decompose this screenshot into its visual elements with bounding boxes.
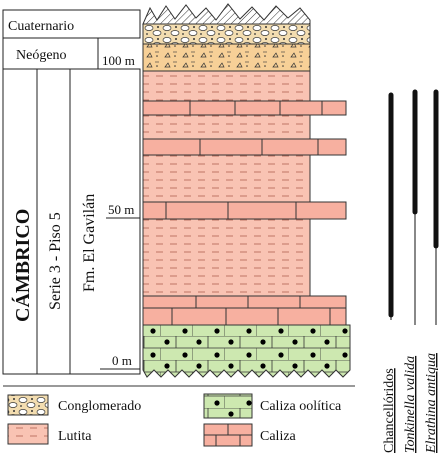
limestone-bed [142, 295, 347, 326]
taxon-label-2: Elrathina antiqua [424, 353, 439, 454]
legend-swatch-conglomerado [7, 394, 49, 416]
conglomerate-unit [142, 23, 311, 45]
scale-50m: 50 m [108, 202, 134, 217]
neogene-unit [142, 43, 311, 72]
scale-0m: 0 m [112, 353, 132, 368]
legend-label-caliza-oolitica: Caliza oolítica [260, 399, 342, 414]
era-neogeno: Neógeno [16, 48, 67, 63]
legend-swatch-caliza-oolitica [203, 393, 253, 419]
legend: Conglomerado Lutita Caliza oolítica Cali… [7, 393, 342, 447]
legend-label-conglomerado: Conglomerado [58, 399, 141, 414]
series-label: Serie 3 - Piso 5 [47, 212, 64, 310]
chronostratigraphy-table: Cuaternario Neógeno CÁMBRICO Serie 3 - P… [2, 9, 141, 375]
limestone-bed [142, 138, 347, 156]
era-cuaternario: Cuaternario [8, 19, 74, 34]
lithologic-column [142, 3, 351, 378]
taxon-label-0: Chancellóridos [382, 368, 397, 453]
limestone-bed [142, 100, 347, 116]
taxon-ranges: Chancellóridos Tonkinella valida Elrathi… [382, 89, 439, 454]
era-cambrico: CÁMBRICO [11, 209, 34, 322]
quaternary-unit [142, 3, 311, 25]
taxon-label-1: Tonkinella valida [403, 356, 418, 453]
formation-label: Fm. El Gavilán [81, 194, 98, 292]
legend-label-lutita: Lutita [58, 429, 92, 444]
legend-swatch-lutita [7, 423, 49, 445]
legend-swatch-caliza [203, 423, 253, 447]
legend-label-caliza: Caliza [260, 429, 297, 444]
oolitic-limestone-unit [142, 324, 351, 378]
limestone-bed [142, 201, 347, 220]
scale-100m: 100 m [102, 53, 135, 68]
